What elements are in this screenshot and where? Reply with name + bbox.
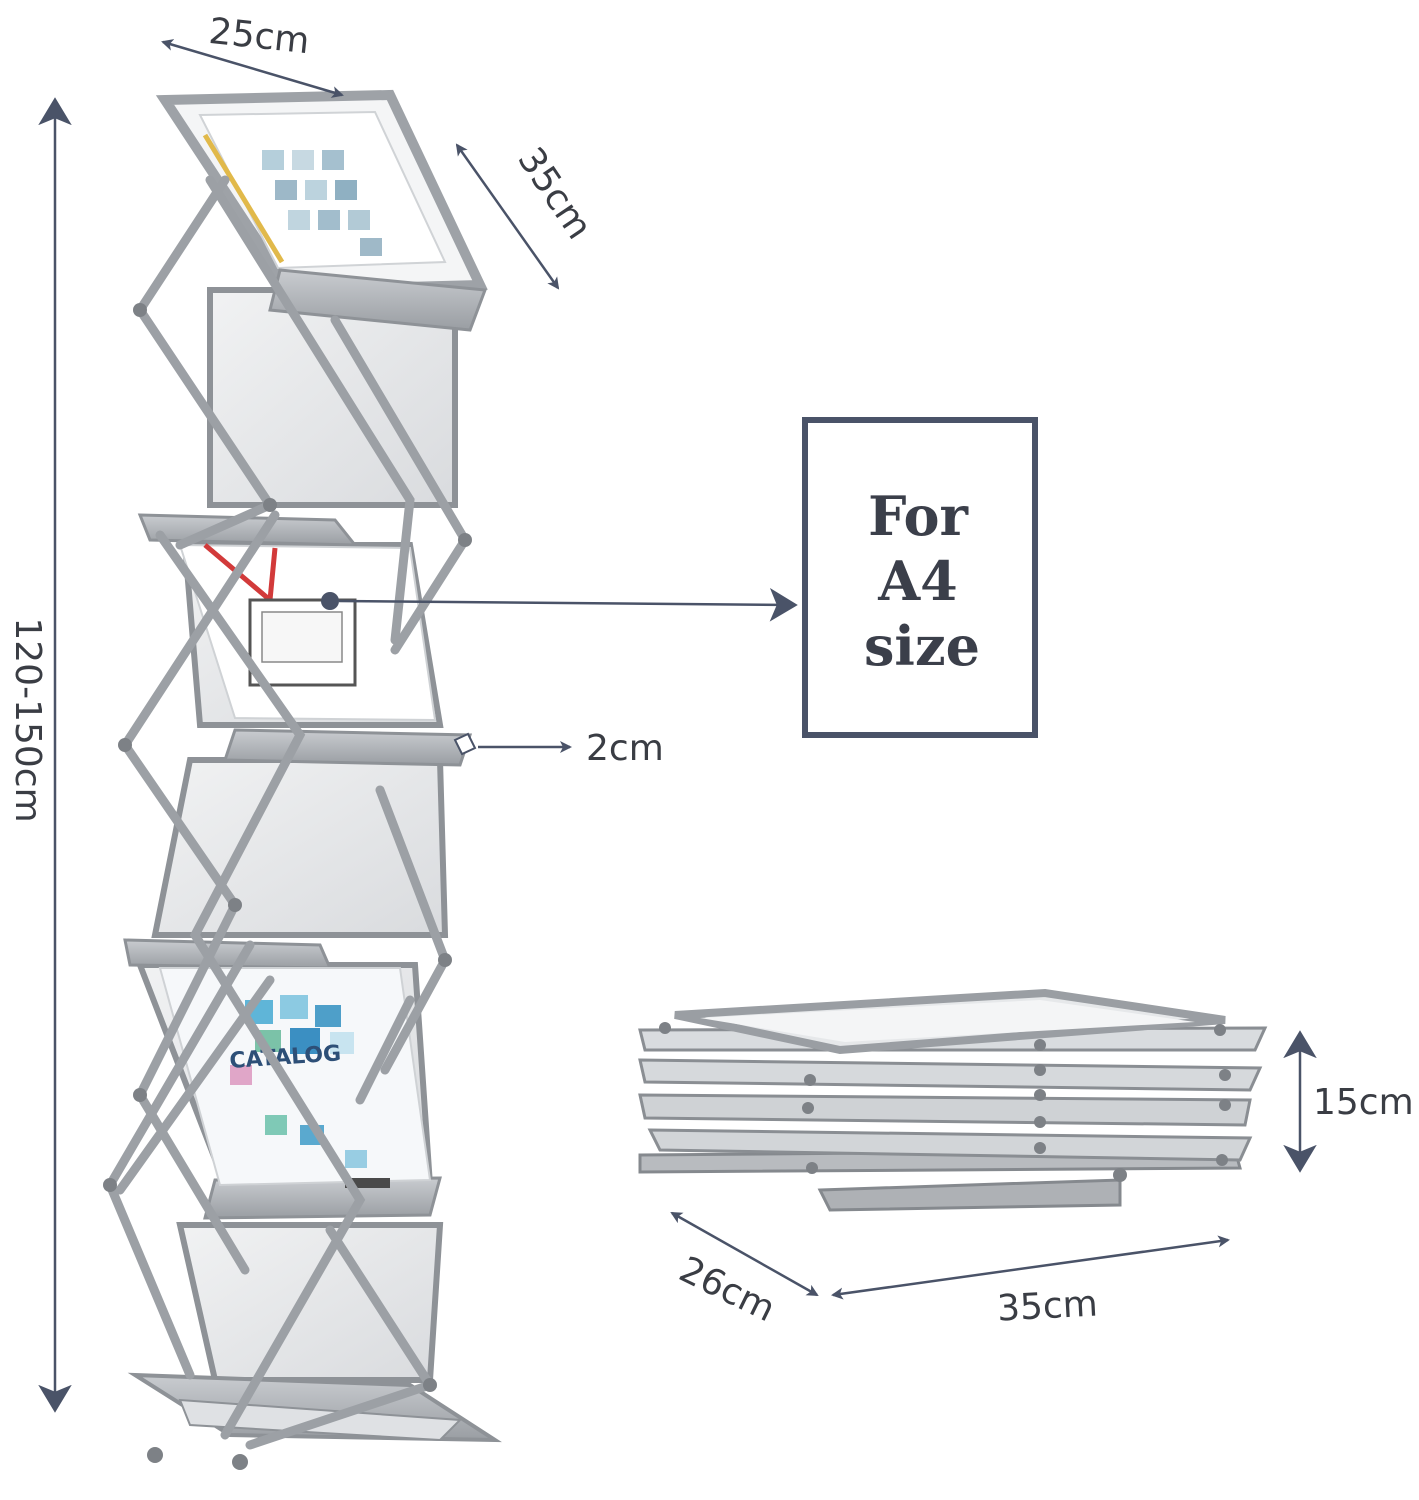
dim-folded-depth: 26cm: [670, 1211, 819, 1330]
dim-lip-label: 2cm: [586, 728, 664, 769]
folded-hinges: [659, 1022, 1231, 1182]
a4-label-line2: A4: [877, 549, 957, 613]
standing-magazine-rack: CATALOG: [103, 89, 502, 1470]
dim-folded-width: 35cm: [831, 1235, 1230, 1330]
dim-lip: 2cm: [453, 728, 664, 769]
middle-brochure: [178, 543, 437, 722]
dim-folded-width-label: 35cm: [996, 1283, 1099, 1329]
dim-top-depth-arrow: [455, 143, 560, 290]
dim-folded-height: 15cm: [1283, 1030, 1414, 1173]
top-tray: [155, 89, 488, 332]
dim-top-depth-label: 35cm: [509, 140, 599, 246]
rack-joints: [103, 303, 472, 1470]
rack-x-frame: [104, 175, 471, 1450]
dim-folded-depth-label: 26cm: [673, 1249, 781, 1330]
dim-folded-height-label: 15cm: [1313, 1082, 1414, 1123]
dim-folded-width-arrow: [831, 1235, 1230, 1300]
a4-callout-arrow: [338, 587, 798, 622]
dim-height-label: 120-150cm: [7, 617, 48, 822]
a4-callout-dot: [321, 592, 339, 610]
dim-folded-depth-arrow: [670, 1211, 819, 1297]
catalog-tiles-top: [262, 150, 382, 256]
folded-magazine-rack: [638, 988, 1268, 1212]
a4-label-line3: size: [864, 614, 980, 678]
dim-top-depth: 35cm: [455, 140, 600, 290]
dim-top-width-arrow: [161, 39, 344, 98]
lower-catalog: CATALOG: [158, 967, 432, 1188]
a4-callout: For A4 size: [321, 417, 1038, 738]
dim-top-width-label: 25cm: [207, 11, 311, 62]
a4-label-line1: For: [868, 484, 968, 548]
folded-layers: [638, 988, 1268, 1212]
dim-height: 120-150cm: [7, 97, 72, 1413]
a4-size-box: [802, 417, 1038, 738]
dim-top-width: 25cm: [161, 11, 344, 98]
